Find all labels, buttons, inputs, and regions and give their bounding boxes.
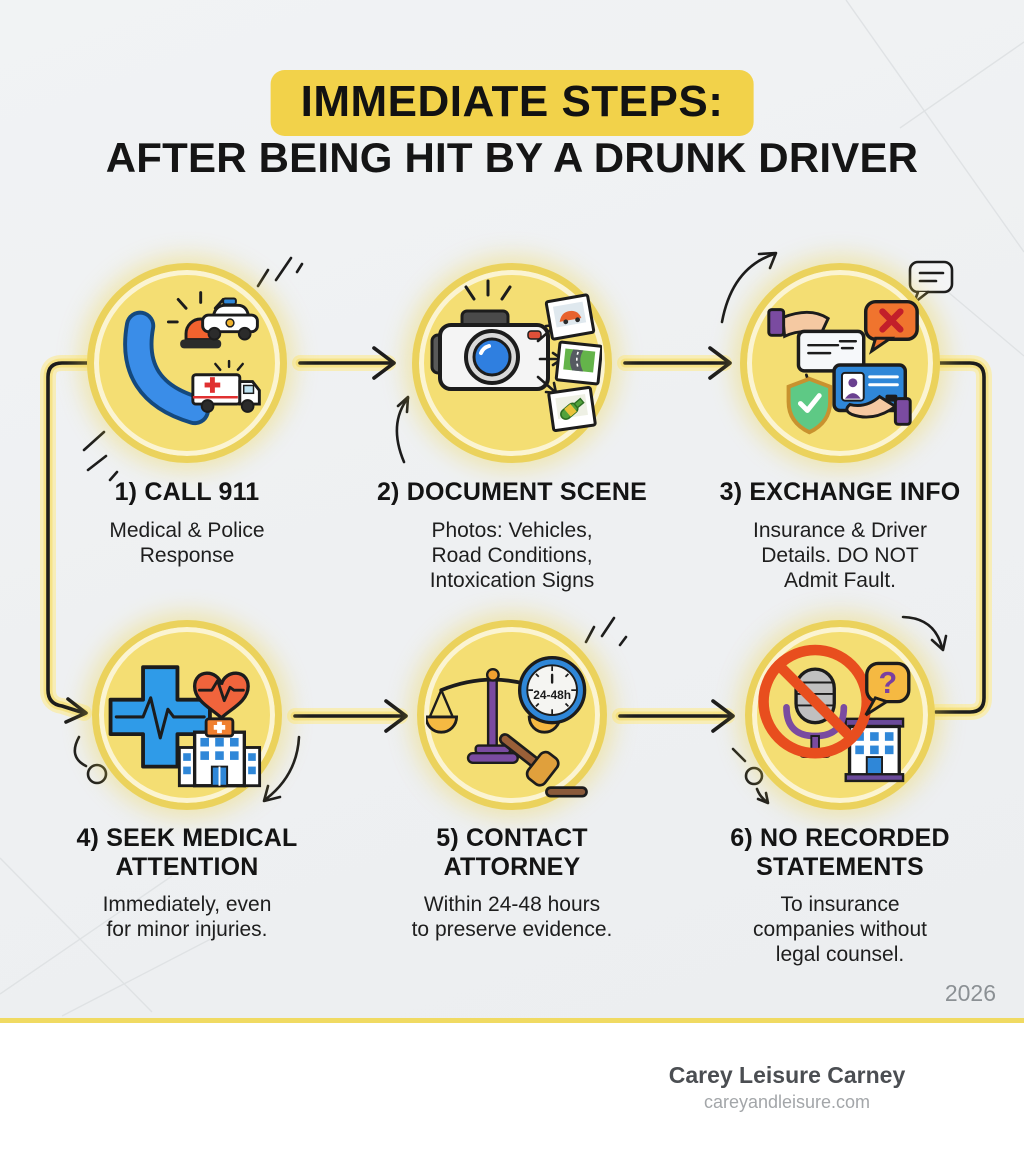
scales-clock-gavel-icon: 24-48h (426, 655, 588, 798)
step4-description: Immediately, even for minor injuries. (102, 893, 272, 942)
title-highlight: IMMEDIATE STEPS: (270, 70, 754, 136)
footer-divider (0, 1018, 1024, 1023)
no-microphone-building-icon: ? (758, 644, 911, 783)
phone-siren-police-ambulance-icon (123, 291, 261, 426)
step1-text: 1) CALL 911 Medical & Police Response (37, 478, 337, 568)
step3-heading: 3) EXCHANGE INFO (719, 478, 961, 506)
year-label: 2026 (944, 980, 996, 1006)
step1-heading: 1) CALL 911 (114, 478, 260, 506)
step6-description: To insurance companies without legal cou… (753, 893, 927, 967)
step6-heading: 6) NO RECORDED STATEMENTS (730, 824, 950, 881)
step2-description: Photos: Vehicles, Road Conditions, Intox… (429, 518, 595, 592)
step2-text: 2) DOCUMENT SCENE Photos: Vehicles, Road… (362, 478, 662, 593)
credit-block: Carey Leisure Carney careyandleisure.com (560, 1062, 1014, 1113)
step2-circle (412, 263, 612, 463)
camera-photos-icon (430, 279, 602, 432)
step5-description: Within 24-48 hours to preserve evidence. (411, 893, 613, 942)
step5-text: 5) CONTACT ATTORNEY Within 24-48 hours t… (362, 824, 662, 942)
step5-circle: 24-48h (417, 620, 607, 810)
title-highlight-text: IMMEDIATE STEPS: (300, 77, 724, 126)
step3-text: 3) EXCHANGE INFO Insurance & Driver Deta… (690, 478, 990, 593)
step2-heading: 2) DOCUMENT SCENE (376, 478, 648, 506)
medical-cross-hospital-icon (108, 665, 262, 788)
step6-text: 6) NO RECORDED STATEMENTS To insurance c… (690, 824, 990, 968)
step4-text: 4) SEEK MEDICAL ATTENTION Immediately, e… (37, 824, 337, 942)
step3-description: Insurance & Driver Details. DO NOT Admit… (753, 518, 927, 592)
page-title: AFTER BEING HIT BY A DRUNK DRIVER (105, 134, 919, 181)
step1-description: Medical & Police Response (109, 518, 265, 567)
step4-circle (92, 620, 282, 810)
step6-circle: ? (745, 620, 935, 810)
step5-heading: 5) CONTACT ATTORNEY (436, 824, 588, 881)
company-name: Carey Leisure Carney (668, 1062, 906, 1088)
step3-circle (740, 263, 940, 463)
hands-exchange-cards-icon (767, 299, 919, 435)
question-mark-glyph: ? (878, 666, 897, 700)
step4-heading: 4) SEEK MEDICAL ATTENTION (76, 824, 298, 881)
website-url: careyandleisure.com (703, 1092, 871, 1112)
clock-label: 24-48h (533, 688, 571, 702)
prohibition-icon (758, 644, 873, 759)
step1-circle (87, 263, 287, 463)
